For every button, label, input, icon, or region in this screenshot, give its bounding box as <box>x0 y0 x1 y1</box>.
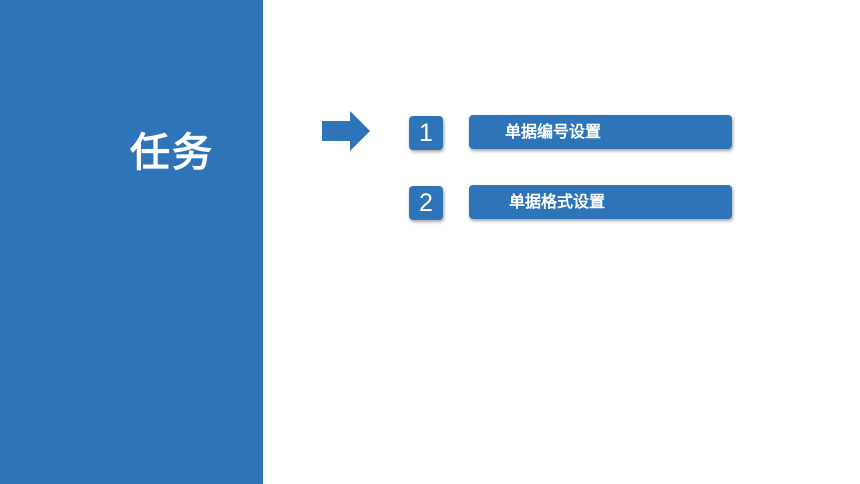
arrow-right-icon <box>322 111 370 151</box>
item-number-2: 2 <box>409 186 443 220</box>
sidebar-title: 任务 <box>130 130 214 176</box>
sidebar-panel: 任务 <box>0 0 263 484</box>
item-label-2[interactable]: 单据格式设置 <box>469 185 732 219</box>
item-number-1: 1 <box>409 116 443 150</box>
item-label-1[interactable]: 单据编号设置 <box>469 115 732 149</box>
